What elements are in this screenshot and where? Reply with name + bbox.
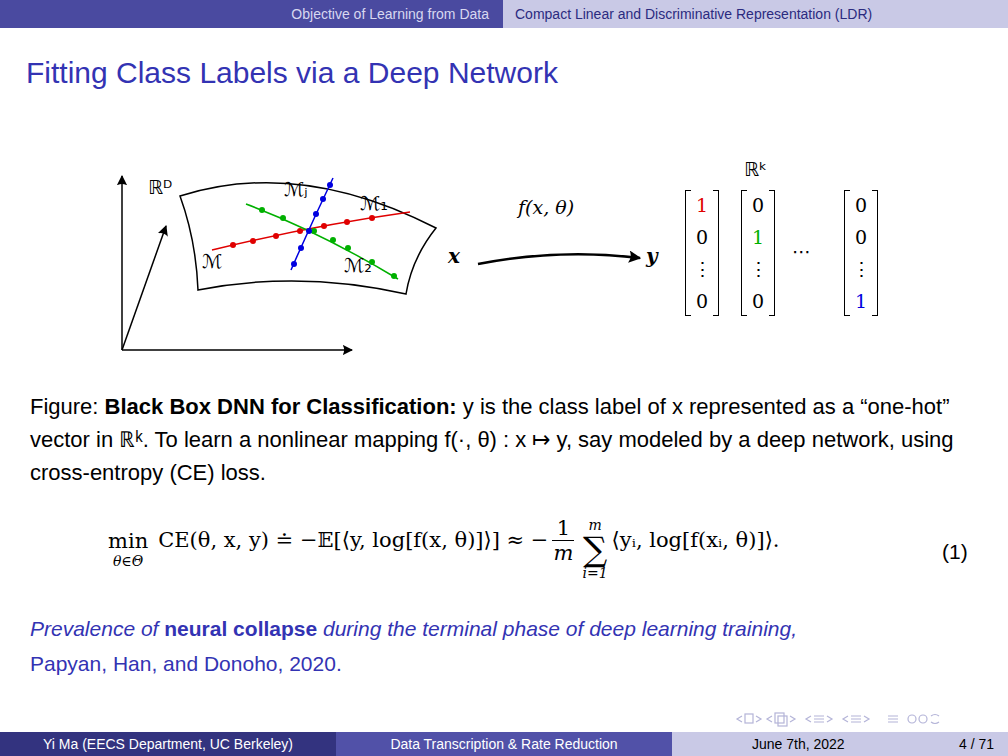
math-num: 1 <box>557 516 570 540</box>
footer-bar: June 7th, 2022 4 / 71 <box>672 732 1008 756</box>
figure-text: Figure: Black Box DNN for Classification… <box>30 390 980 489</box>
vector-entry: 0 <box>696 290 708 312</box>
math-sum: ∑ <box>583 532 607 566</box>
vector-entry: 0 <box>696 226 708 248</box>
one-hot-vector: 1 0 ⋮ 0 <box>689 190 715 316</box>
math-sub: θ∈Θ <box>113 553 143 569</box>
math-sup: m <box>588 518 601 532</box>
math-op: min <box>108 529 148 553</box>
equation: min θ∈Θ CE(θ, x, y) ≐ −𝔼[⟨y, log[f(x, θ)… <box>108 518 780 580</box>
mapping-label: f(x, θ) <box>518 196 574 218</box>
manifold-label: ℳ₂ <box>344 254 372 276</box>
space-label: ℝᴰ <box>148 176 172 198</box>
math-expr: CE(θ, x, y) ≐ −𝔼[⟨y, log[f(x, θ)]⟩] ≈ − <box>158 528 548 552</box>
footer-bar: Yi Ma (EECS Department, UC Berkeley) <box>0 732 336 756</box>
figure-heading: Black Box DNN for Classification: <box>105 394 457 419</box>
vector-entry: 0 <box>752 290 764 312</box>
reference-text: during the terminal phase of deep learni… <box>323 617 797 640</box>
subsection-name: Compact Linear and Discriminative Repres… <box>515 6 872 22</box>
vector-entry: 0 <box>752 194 764 216</box>
vector-entry: 1 <box>752 226 764 248</box>
header-bar: Objective of Learning from Data <box>0 0 503 28</box>
mapping-arrow <box>478 254 640 264</box>
vector-entry: ⋮ <box>693 258 712 280</box>
figure-prefix: Figure: <box>30 394 98 419</box>
talk-title: Data Transcription & Rate Reduction <box>390 736 617 752</box>
math-expr: ⟨yᵢ, log[f(xᵢ, θ)]⟩. <box>612 528 780 552</box>
reference-keyword: neural collapse <box>164 617 317 640</box>
submanifold-curve <box>212 212 410 250</box>
manifold-label: ℳⱼ <box>284 178 308 200</box>
vector-entry: ⋮ <box>749 258 768 280</box>
vector-entry: 1 <box>855 290 867 312</box>
sample-dots <box>259 207 397 279</box>
vector-entry: ⋮ <box>852 258 871 280</box>
output-label: y <box>646 244 658 268</box>
space-label: ℝᵏ <box>744 158 767 180</box>
slide-title: Fitting Class Labels via a Deep Network <box>26 56 558 90</box>
author: Yi Ma (EECS Department, UC Berkeley) <box>43 736 293 752</box>
axis <box>121 176 123 350</box>
nav-symbols <box>737 713 939 726</box>
manifold-surface <box>180 183 436 294</box>
date: June 7th, 2022 <box>752 736 845 752</box>
vector-entry: 0 <box>855 226 867 248</box>
ellipsis: ⋯ <box>792 240 811 262</box>
manifold-label: ℳ <box>202 250 222 272</box>
submanifold-curve <box>246 204 398 279</box>
axis <box>122 349 352 351</box>
section-name: Objective of Learning from Data <box>291 6 489 22</box>
vector-entry: 0 <box>855 194 867 216</box>
reference-text: Prevalence of <box>30 617 158 640</box>
input-label: x <box>448 244 460 268</box>
footer-bar: Data Transcription & Rate Reduction <box>336 732 672 756</box>
reference: Prevalence of neural collapse during the… <box>30 611 980 681</box>
vector-entry: 1 <box>696 194 708 216</box>
axis <box>122 226 166 350</box>
header-bar: Compact Linear and Discriminative Repres… <box>503 0 1008 28</box>
math-sub: i=1 <box>582 566 607 580</box>
manifold-label: ℳ₁ <box>360 192 388 214</box>
math-den: m <box>554 541 574 565</box>
page-number: 4 / 71 <box>959 736 994 752</box>
reference-authors: Papyan, Han, and Donoho, 2020. <box>30 652 342 675</box>
one-hot-vector: 0 1 ⋮ 0 <box>745 190 771 316</box>
equation-number: (1) <box>942 540 968 564</box>
one-hot-vector: 0 0 ⋮ 1 <box>848 190 874 316</box>
